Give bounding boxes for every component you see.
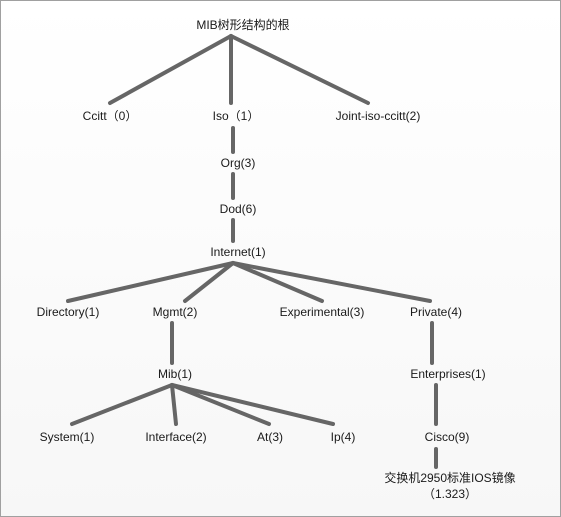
node-experimental: Experimental(3) bbox=[279, 305, 365, 319]
node-ccitt: Ccitt（0） bbox=[82, 109, 138, 123]
node-mgmt: Mgmt(2) bbox=[152, 305, 198, 319]
node-system: System(1) bbox=[39, 430, 95, 444]
node-private: Private(4) bbox=[409, 305, 463, 319]
node-internet: Internet(1) bbox=[210, 245, 266, 259]
edge-internet-experimental bbox=[231, 261, 324, 303]
node-mib: Mib(1) bbox=[157, 367, 193, 381]
edge-root-ccitt bbox=[108, 34, 233, 105]
edge-internet-private bbox=[231, 261, 432, 303]
node-enterprises: Enterprises(1) bbox=[410, 367, 486, 381]
node-ip: Ip(4) bbox=[330, 430, 356, 444]
node-switch-oid: （1.323） bbox=[422, 487, 478, 501]
node-root: MIB树形结构的根 bbox=[196, 18, 290, 32]
node-interface: Interface(2) bbox=[145, 430, 207, 444]
edge-internet-mgmt bbox=[183, 261, 235, 303]
node-at: At(3) bbox=[256, 430, 284, 444]
node-org: Org(3) bbox=[220, 156, 256, 170]
edge-root-joint bbox=[229, 34, 370, 105]
edge-mib-at bbox=[170, 383, 271, 426]
node-dod: Dod(6) bbox=[219, 202, 257, 216]
node-iso: Iso（1） bbox=[212, 109, 260, 123]
node-cisco: Cisco(9) bbox=[424, 430, 470, 444]
node-directory: Directory(1) bbox=[36, 305, 100, 319]
edge-internet-directory bbox=[66, 261, 235, 303]
edge-mib-interface bbox=[170, 383, 178, 426]
node-switch-ios: 交换机2950标准IOS镜像 bbox=[384, 471, 516, 485]
edge-mib-ip bbox=[170, 383, 335, 426]
node-joint-iso-ccitt: Joint-iso-ccitt(2) bbox=[335, 109, 421, 123]
edge-mib-system bbox=[70, 383, 174, 426]
